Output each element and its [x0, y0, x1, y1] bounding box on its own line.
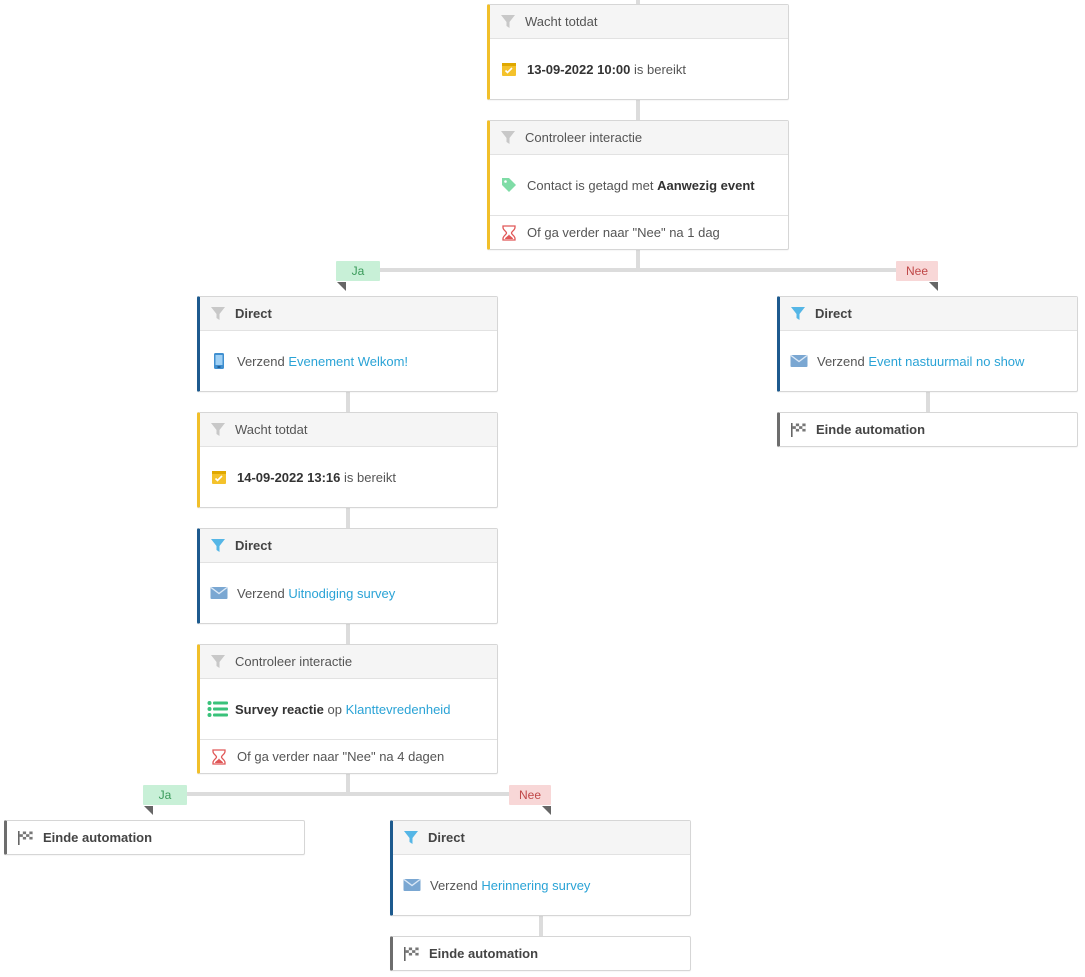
survey-link[interactable]: Klanttevredenheid [345, 701, 451, 717]
email-link[interactable]: Herinnering survey [481, 877, 591, 893]
connector [926, 390, 930, 412]
filter-icon [209, 421, 227, 439]
wait-date: 13-09-2022 10:00 [527, 61, 631, 77]
branch-arrow [542, 806, 551, 815]
step-header: Wacht totdat [490, 5, 788, 39]
envelope-icon [210, 584, 228, 602]
calendar-check-icon [500, 60, 518, 78]
fallback-text: Of ga verder naar "Nee" na 1 dag [527, 225, 720, 240]
checkered-flag-icon [17, 829, 35, 847]
hourglass-icon [210, 748, 228, 766]
connector [636, 248, 640, 270]
step-fallback: Of ga verder naar "Nee" na 1 dag [490, 215, 788, 249]
direct-action-step[interactable]: Direct Verzend Herinnering survey [390, 820, 691, 916]
direct-action-step[interactable]: Direct Verzend Event nastuurmail no show [777, 296, 1078, 392]
direct-action-step[interactable]: Direct Verzend Uitnodiging survey [197, 528, 498, 624]
step-body: Contact is getagd met Aanwezig event [490, 155, 788, 215]
step-title: Direct [428, 830, 465, 845]
survey-list-icon [207, 700, 229, 718]
branch-no-label: Nee [896, 261, 938, 281]
end-automation-step[interactable]: Einde automation [777, 412, 1078, 447]
step-header: Controleer interactie [200, 645, 497, 679]
step-body: Verzend Event nastuurmail no show [780, 331, 1077, 391]
branch-no-label: Nee [509, 785, 551, 805]
step-header: Controleer interactie [490, 121, 788, 155]
filter-icon [499, 13, 517, 31]
step-title: Wacht totdat [525, 14, 598, 29]
check-interaction-step[interactable]: Controleer interactie Survey reactie op … [197, 644, 498, 774]
mobile-phone-icon [210, 352, 228, 370]
branch-arrow [144, 806, 153, 815]
tag-icon [500, 176, 518, 194]
step-header: Direct [200, 297, 497, 331]
fallback-text: Of ga verder naar "Nee" na 4 dagen [237, 749, 445, 764]
step-title: Controleer interactie [525, 130, 643, 145]
branch-arrow [929, 282, 938, 291]
wait-date: 14-09-2022 13:16 [237, 469, 341, 485]
step-title: Wacht totdat [235, 422, 308, 437]
wait-suffix: is bereikt [633, 61, 687, 77]
sms-link[interactable]: Evenement Welkom! [288, 353, 409, 369]
branch-arrow [337, 282, 346, 291]
check-interaction-step[interactable]: Controleer interactie Contact is getagd … [487, 120, 789, 250]
wait-suffix: is bereikt [343, 469, 397, 485]
condition-prefix: Contact is getagd met [527, 177, 654, 193]
step-title: Direct [815, 306, 852, 321]
connector [150, 792, 550, 796]
action-prefix: Verzend [237, 585, 285, 601]
connector [340, 268, 935, 272]
connector [346, 390, 350, 412]
step-body: 14-09-2022 13:16 is bereikt [200, 447, 497, 507]
branch-yes-label: Ja [336, 261, 380, 281]
step-title: Direct [235, 306, 272, 321]
condition-bold: Survey reactie [235, 701, 324, 717]
step-header: Direct [393, 821, 690, 855]
email-link[interactable]: Uitnodiging survey [288, 585, 396, 601]
tag-name: Aanwezig event [657, 177, 755, 193]
filter-icon [402, 829, 420, 847]
step-header: Direct [780, 297, 1077, 331]
branch-yes-label: Ja [143, 785, 187, 805]
end-label: Einde automation [816, 422, 926, 437]
step-body: Verzend Evenement Welkom! [200, 331, 497, 391]
end-automation-step[interactable]: Einde automation [390, 936, 691, 971]
condition-mid: op [327, 701, 342, 717]
step-header: Direct [200, 529, 497, 563]
action-prefix: Verzend [817, 353, 865, 369]
action-prefix: Verzend [430, 877, 478, 893]
step-body: Verzend Herinnering survey [393, 855, 690, 915]
end-label: Einde automation [429, 946, 539, 961]
step-body: Survey reactie op Klanttevredenheid [200, 679, 497, 739]
step-fallback: Of ga verder naar "Nee" na 4 dagen [200, 739, 497, 773]
direct-action-step[interactable]: Direct Verzend Evenement Welkom! [197, 296, 498, 392]
filter-icon [789, 305, 807, 323]
end-automation-step[interactable]: Einde automation [4, 820, 305, 855]
filter-icon [209, 653, 227, 671]
email-link[interactable]: Event nastuurmail no show [868, 353, 1025, 369]
step-title: Direct [235, 538, 272, 553]
envelope-icon [790, 352, 808, 370]
step-header: Wacht totdat [200, 413, 497, 447]
hourglass-icon [500, 224, 518, 242]
step-body: Verzend Uitnodiging survey [200, 563, 497, 623]
checkered-flag-icon [790, 421, 808, 439]
connector [346, 506, 350, 528]
checkered-flag-icon [403, 945, 421, 963]
filter-icon [209, 537, 227, 555]
connector [539, 914, 543, 936]
wait-until-step[interactable]: Wacht totdat 14-09-2022 13:16 is bereikt [197, 412, 498, 508]
wait-until-step[interactable]: Wacht totdat 13-09-2022 10:00 is bereikt [487, 4, 789, 100]
filter-icon [499, 129, 517, 147]
calendar-check-icon [210, 468, 228, 486]
connector [636, 98, 640, 120]
step-title: Controleer interactie [235, 654, 353, 669]
connector [636, 0, 640, 5]
filter-icon [209, 305, 227, 323]
step-body: 13-09-2022 10:00 is bereikt [490, 39, 788, 99]
envelope-icon [403, 876, 421, 894]
connector [346, 622, 350, 644]
connector [346, 772, 350, 794]
action-prefix: Verzend [237, 353, 285, 369]
end-label: Einde automation [43, 830, 153, 845]
